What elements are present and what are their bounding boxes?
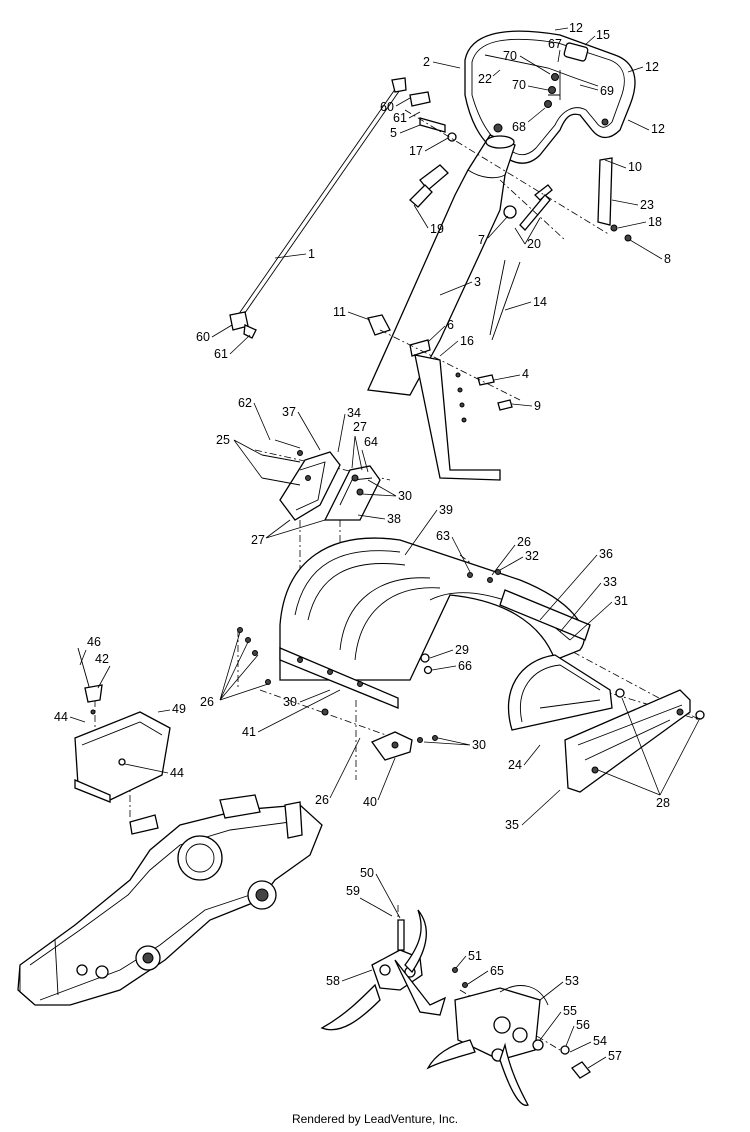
callout-label: 66 [458, 659, 472, 673]
callout-label: 59 [346, 884, 360, 898]
depth-bracket [261, 439, 381, 521]
callout-label: 30 [283, 695, 297, 709]
callout-label: 27 [353, 420, 367, 434]
callout-label: 15 [596, 28, 610, 42]
callout-label: 17 [409, 144, 423, 158]
callout-label: 49 [172, 702, 186, 716]
callout-label: 70 [503, 49, 517, 63]
cable [491, 261, 521, 341]
callout-label: 51 [468, 949, 482, 963]
callout-label: 11 [333, 305, 346, 319]
tine-assembly-right [426, 967, 591, 1106]
callout-label: 26 [315, 793, 329, 807]
callout-label: 39 [439, 503, 453, 517]
callout-label: 56 [576, 1018, 590, 1032]
callout-label: 38 [387, 512, 401, 526]
callout-label: 6 [447, 318, 454, 332]
callout-label: 26 [517, 535, 531, 549]
callout-label: 26 [200, 695, 214, 709]
tine-shield [279, 537, 591, 709]
callout-label: 68 [512, 120, 526, 134]
callout-label: 60 [380, 100, 394, 114]
callout-label: 40 [363, 795, 377, 809]
callout-label: 54 [593, 1034, 607, 1048]
callout-label: 23 [640, 198, 654, 212]
callout-label: 27 [251, 533, 265, 547]
callout-label: 57 [608, 1049, 622, 1063]
footer-credit: Rendered by LeadVenture, Inc. [291, 1112, 459, 1126]
callout-label: 37 [282, 405, 296, 419]
depth-lever [77, 647, 103, 715]
callout-label: 44 [54, 710, 68, 724]
callout-label: 10 [628, 160, 642, 174]
callout-label: 70 [512, 78, 526, 92]
side-shield [507, 654, 613, 731]
callout-label: 4 [522, 367, 529, 381]
callout-label: 12 [569, 21, 583, 35]
callout-label: 64 [364, 435, 378, 449]
callout-label: 5 [390, 126, 397, 140]
callout-label: 69 [600, 84, 614, 98]
callout-label: 16 [460, 334, 474, 348]
callout-label: 3 [474, 275, 481, 289]
callout-label: 14 [533, 295, 547, 309]
callout-label: 50 [360, 866, 374, 880]
callout-label: 19 [430, 222, 444, 236]
callouts: 12 15 67 2 70 22 70 69 12 12 68 60 [54, 21, 701, 1069]
callout-label: 63 [436, 529, 450, 543]
callout-label: 30 [472, 738, 486, 752]
callout-label: 41 [242, 725, 256, 739]
callout-label: 28 [656, 796, 670, 810]
callout-label: 62 [238, 396, 252, 410]
callout-label: 12 [645, 60, 659, 74]
callout-label: 29 [455, 643, 469, 657]
callout-label: 55 [563, 1004, 577, 1018]
handle-pins [367, 157, 632, 481]
callout-label: 31 [614, 594, 628, 608]
fasteners [237, 569, 501, 716]
callout-label: 44 [170, 766, 184, 780]
callout-label: 32 [525, 549, 539, 563]
callout-label: 46 [87, 635, 101, 649]
callout-label: 18 [648, 215, 662, 229]
callout-label: 65 [490, 964, 504, 978]
callout-label: 20 [527, 237, 541, 251]
callout-label: 53 [565, 974, 579, 988]
callout-label: 61 [393, 111, 407, 125]
handlebar [464, 30, 636, 164]
callout-label: 42 [95, 652, 109, 666]
callout-label: 35 [505, 818, 519, 832]
control-rod [229, 77, 457, 339]
callout-label: 30 [398, 489, 412, 503]
callout-label: 34 [347, 406, 361, 420]
callout-label: 9 [534, 399, 541, 413]
callout-label: 60 [196, 330, 210, 344]
callout-label: 61 [214, 347, 228, 361]
callout-label: 67 [548, 37, 562, 51]
callout-label: 7 [478, 233, 485, 247]
callout-label: 24 [508, 758, 522, 772]
callout-label: 25 [216, 433, 230, 447]
callout-label: 2 [423, 55, 430, 69]
hinge-bracket [371, 731, 438, 761]
tine-assembly-left [320, 907, 447, 1031]
callout-label: 33 [603, 575, 617, 589]
callout-label: 8 [664, 252, 671, 266]
handle-tube [367, 134, 516, 396]
callout-label: 36 [599, 547, 613, 561]
callout-label: 12 [651, 122, 665, 136]
shield-extension [564, 688, 705, 793]
transmission-housing [17, 794, 323, 1006]
transmission-cover [74, 711, 171, 803]
callout-label: 58 [326, 974, 340, 988]
callout-label: 1 [308, 247, 315, 261]
callout-label: 22 [478, 72, 492, 86]
